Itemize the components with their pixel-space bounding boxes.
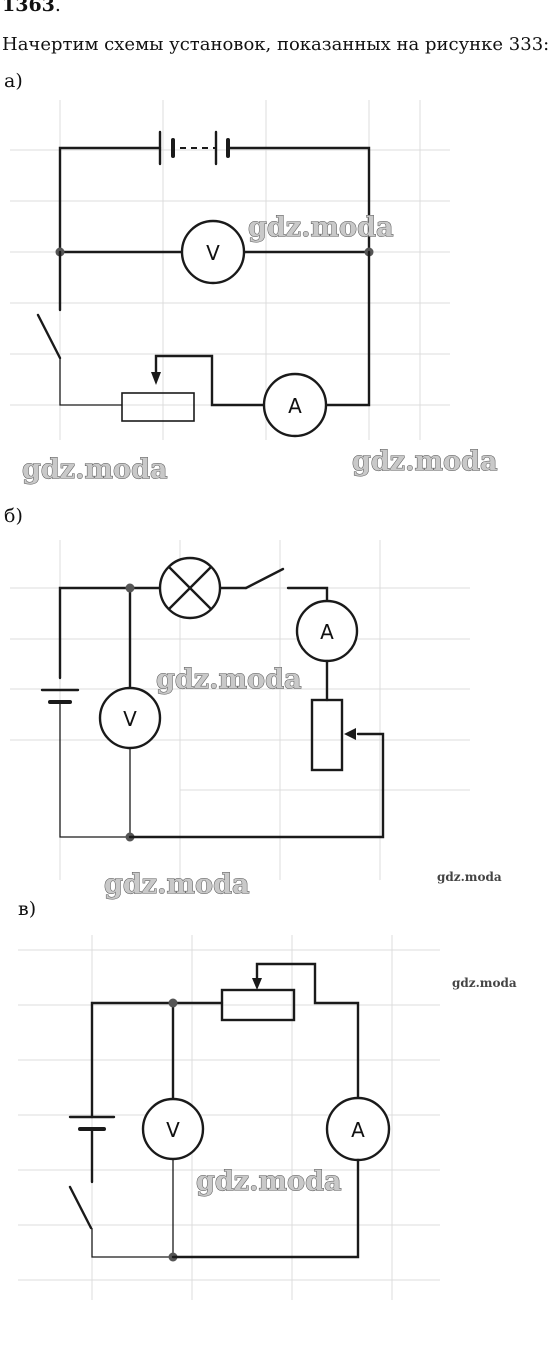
switch-a xyxy=(36,250,122,406)
watermark-a2: gdz.moda xyxy=(22,454,167,485)
ammeter-a-label: A xyxy=(288,394,302,418)
intro-text: Начертим схемы установок, показанных на … xyxy=(2,34,548,55)
junction-node-b-top xyxy=(125,583,135,593)
voltmeter-a: V xyxy=(180,219,246,285)
part-c-label: в) xyxy=(18,898,37,920)
problem-number-value: 1363 xyxy=(2,0,55,16)
battery-b xyxy=(40,688,130,838)
problem-number-suffix: . xyxy=(54,0,61,16)
wire-c-top xyxy=(90,1001,224,1119)
circuit-diagram-c: V A gdz.moda gdz.moda xyxy=(18,935,517,1300)
ammeter-b-label: A xyxy=(320,620,334,644)
rheostat-b xyxy=(128,659,385,839)
watermark-a1: gdz.moda xyxy=(248,212,393,243)
ammeter-wire-a xyxy=(324,250,371,407)
ammeter-b: A xyxy=(295,599,359,663)
watermark-c2: gdz.moda xyxy=(196,1166,341,1197)
rheostat-a xyxy=(121,354,266,422)
circuit-diagram-b: V A gdz.moda gdz.moda gdz.moda xyxy=(10,540,502,901)
part-a-label: а) xyxy=(4,70,23,92)
voltmeter-a-label: V xyxy=(206,241,220,265)
grid-b xyxy=(10,540,470,880)
voltmeter-c: V xyxy=(141,1097,205,1161)
watermark-c1: gdz.moda xyxy=(452,976,517,990)
lamp-b xyxy=(158,556,222,620)
ammeter-c-label: A xyxy=(351,1118,365,1142)
voltmeter-b: V xyxy=(98,686,162,750)
ammeter-c: A xyxy=(325,1096,391,1162)
part-b-label: б) xyxy=(4,505,23,527)
voltmeter-c-label: V xyxy=(166,1118,180,1142)
junction-node-c-top xyxy=(168,998,178,1008)
battery-c xyxy=(68,1115,116,1184)
switch-b xyxy=(244,567,329,603)
watermark-b1: gdz.moda xyxy=(156,664,301,695)
ammeter-a: A xyxy=(262,372,328,438)
switch-c xyxy=(68,1185,172,1258)
problem-number: 1363. xyxy=(2,0,61,16)
watermark-b2: gdz.moda xyxy=(104,869,249,900)
rheostat-c xyxy=(220,962,360,1100)
watermark-a3: gdz.moda xyxy=(352,446,497,477)
watermark-b3: gdz.moda xyxy=(437,870,502,884)
circuit-diagram-a: V A gdz.moda gdz.moda gdz.moda xyxy=(10,100,498,486)
wire-c-bottom xyxy=(171,1158,360,1259)
voltmeter-b-label: V xyxy=(123,707,137,731)
battery-a xyxy=(58,130,371,254)
